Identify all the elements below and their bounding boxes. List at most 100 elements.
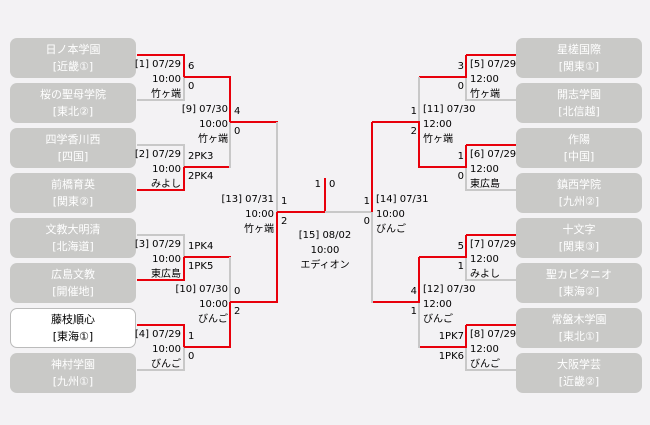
match-venue: 東広島 <box>470 179 500 190</box>
bracket-line <box>137 144 185 146</box>
match-time: 12:00 <box>423 299 452 310</box>
team-name: 聖カピタニオ <box>546 268 612 281</box>
match-time: 12:00 <box>423 119 452 130</box>
match-label: [9] 07/30 <box>181 104 228 115</box>
match-label: [6] 07/29 <box>470 149 517 160</box>
team-name: 神村学園 <box>51 358 95 371</box>
team-box[interactable]: 鎮西学院[九州②] <box>516 173 642 213</box>
winner-bracket-line <box>371 122 373 213</box>
bracket-line <box>183 77 185 101</box>
team-region: [東海②] <box>558 285 600 298</box>
score-bottom: 0 <box>363 216 370 227</box>
team-box[interactable]: 星槎国際[関東①] <box>516 38 642 78</box>
bracket-line <box>137 369 185 371</box>
team-name: 四学香川西 <box>45 133 101 146</box>
match-venue: 竹ヶ端 <box>198 134 228 145</box>
team-box[interactable]: 作陽[中国] <box>516 128 642 168</box>
winner-bracket-line <box>466 54 516 56</box>
team-box[interactable]: 大阪学芸[近畿②] <box>516 353 642 393</box>
team-box[interactable]: 常盤木学園[東北①] <box>516 308 642 348</box>
team-name: 十文字 <box>562 223 596 236</box>
team-box[interactable]: 神村学園 [九州①] <box>10 353 136 393</box>
bracket-line <box>466 279 516 281</box>
team-name: 広島文教 <box>51 268 95 281</box>
match-venue: みよし <box>470 269 500 280</box>
score-top: 2PK3 <box>188 151 214 162</box>
bracket-line <box>229 257 231 303</box>
match-label: [15] 08/02 <box>298 230 352 241</box>
match-time: 12:00 <box>470 164 499 175</box>
team-name: 前橋育英 <box>51 178 95 191</box>
final-score-right: 0 <box>329 179 336 190</box>
bracket-line <box>183 145 185 168</box>
match-info: [6] 07/29 12:00 東広島 <box>470 147 516 192</box>
team-region: [北信越] <box>558 105 600 118</box>
score-bottom: 0 <box>457 171 464 182</box>
match-time: 10:00 <box>152 344 181 355</box>
winner-bracket-line <box>418 257 420 303</box>
winner-bracket-line <box>184 166 231 168</box>
match-venue: 東広島 <box>151 269 181 280</box>
score-bottom: 0 <box>234 126 241 137</box>
winner-bracket-line <box>183 257 185 281</box>
bracket-line <box>183 347 185 371</box>
team-name: 作陽 <box>568 133 590 146</box>
bracket-line <box>465 257 467 281</box>
team-box[interactable]: 四学香川西[四国] <box>10 128 136 168</box>
winner-bracket-line <box>230 301 278 303</box>
match-time: 10:00 <box>245 209 274 220</box>
team-box[interactable]: 広島文教[開催地] <box>10 263 136 303</box>
match-label: [11] 07/30 <box>423 104 476 115</box>
match-label: [2] 07/29 <box>134 149 181 160</box>
winner-bracket-line <box>137 279 185 281</box>
winner-bracket-line <box>137 324 185 326</box>
match-label: [4] 07/29 <box>134 329 181 340</box>
team-box[interactable]: 聖カピタニオ [東海②] <box>516 263 642 303</box>
match-venue: 竹ヶ端 <box>151 89 181 100</box>
bracket-line <box>183 235 185 258</box>
match-venue: みよし <box>151 179 181 190</box>
team-box[interactable]: 藤枝順心[東海①] <box>10 308 136 348</box>
match-label: [10] 07/30 <box>175 284 228 295</box>
team-name: 桜の聖母学院 <box>40 88 106 101</box>
score-bottom: 2 <box>234 306 241 317</box>
match-venue: 竹ヶ端 <box>470 89 500 100</box>
score-top: 1 <box>410 106 417 117</box>
match-label: [13] 07/31 <box>221 194 274 205</box>
score-top: 4 <box>234 106 241 117</box>
team-box[interactable]: 文教大明清[北海道] <box>10 218 136 258</box>
team-box[interactable]: 日ノ本学園[近畿①] <box>10 38 136 78</box>
team-box[interactable]: 十文字[関東③] <box>516 218 642 258</box>
match-time: 10:00 <box>152 254 181 265</box>
winner-bracket-line <box>372 121 420 123</box>
winner-bracket-line <box>183 167 185 191</box>
winner-bracket-line <box>137 189 185 191</box>
bracket-line <box>465 77 467 101</box>
winner-bracket-line <box>418 122 420 168</box>
winner-bracket-line <box>465 325 467 348</box>
team-region: [九州①] <box>52 375 94 388</box>
score-top: 1PK7 <box>438 331 464 342</box>
team-box[interactable]: 桜の聖母学院[東北②] <box>10 83 136 123</box>
bracket-line <box>466 99 516 101</box>
score-bottom: 0 <box>457 81 464 92</box>
match-time: 10:00 <box>152 164 181 175</box>
winner-bracket-line <box>229 302 231 348</box>
team-name: 常盤木学園 <box>551 313 607 326</box>
team-region: [関東①] <box>558 60 600 73</box>
team-box[interactable]: 前橋育英[関東②] <box>10 173 136 213</box>
team-box[interactable]: 開志学園[北信越] <box>516 83 642 123</box>
score-top: 1 <box>281 196 288 207</box>
score-top: 6 <box>188 61 195 72</box>
bracket-line <box>465 347 467 371</box>
score-bottom: 2 <box>281 216 288 227</box>
bracket-line <box>466 189 516 191</box>
match-label: [7] 07/29 <box>470 239 517 250</box>
score-bottom: 1 <box>410 306 417 317</box>
